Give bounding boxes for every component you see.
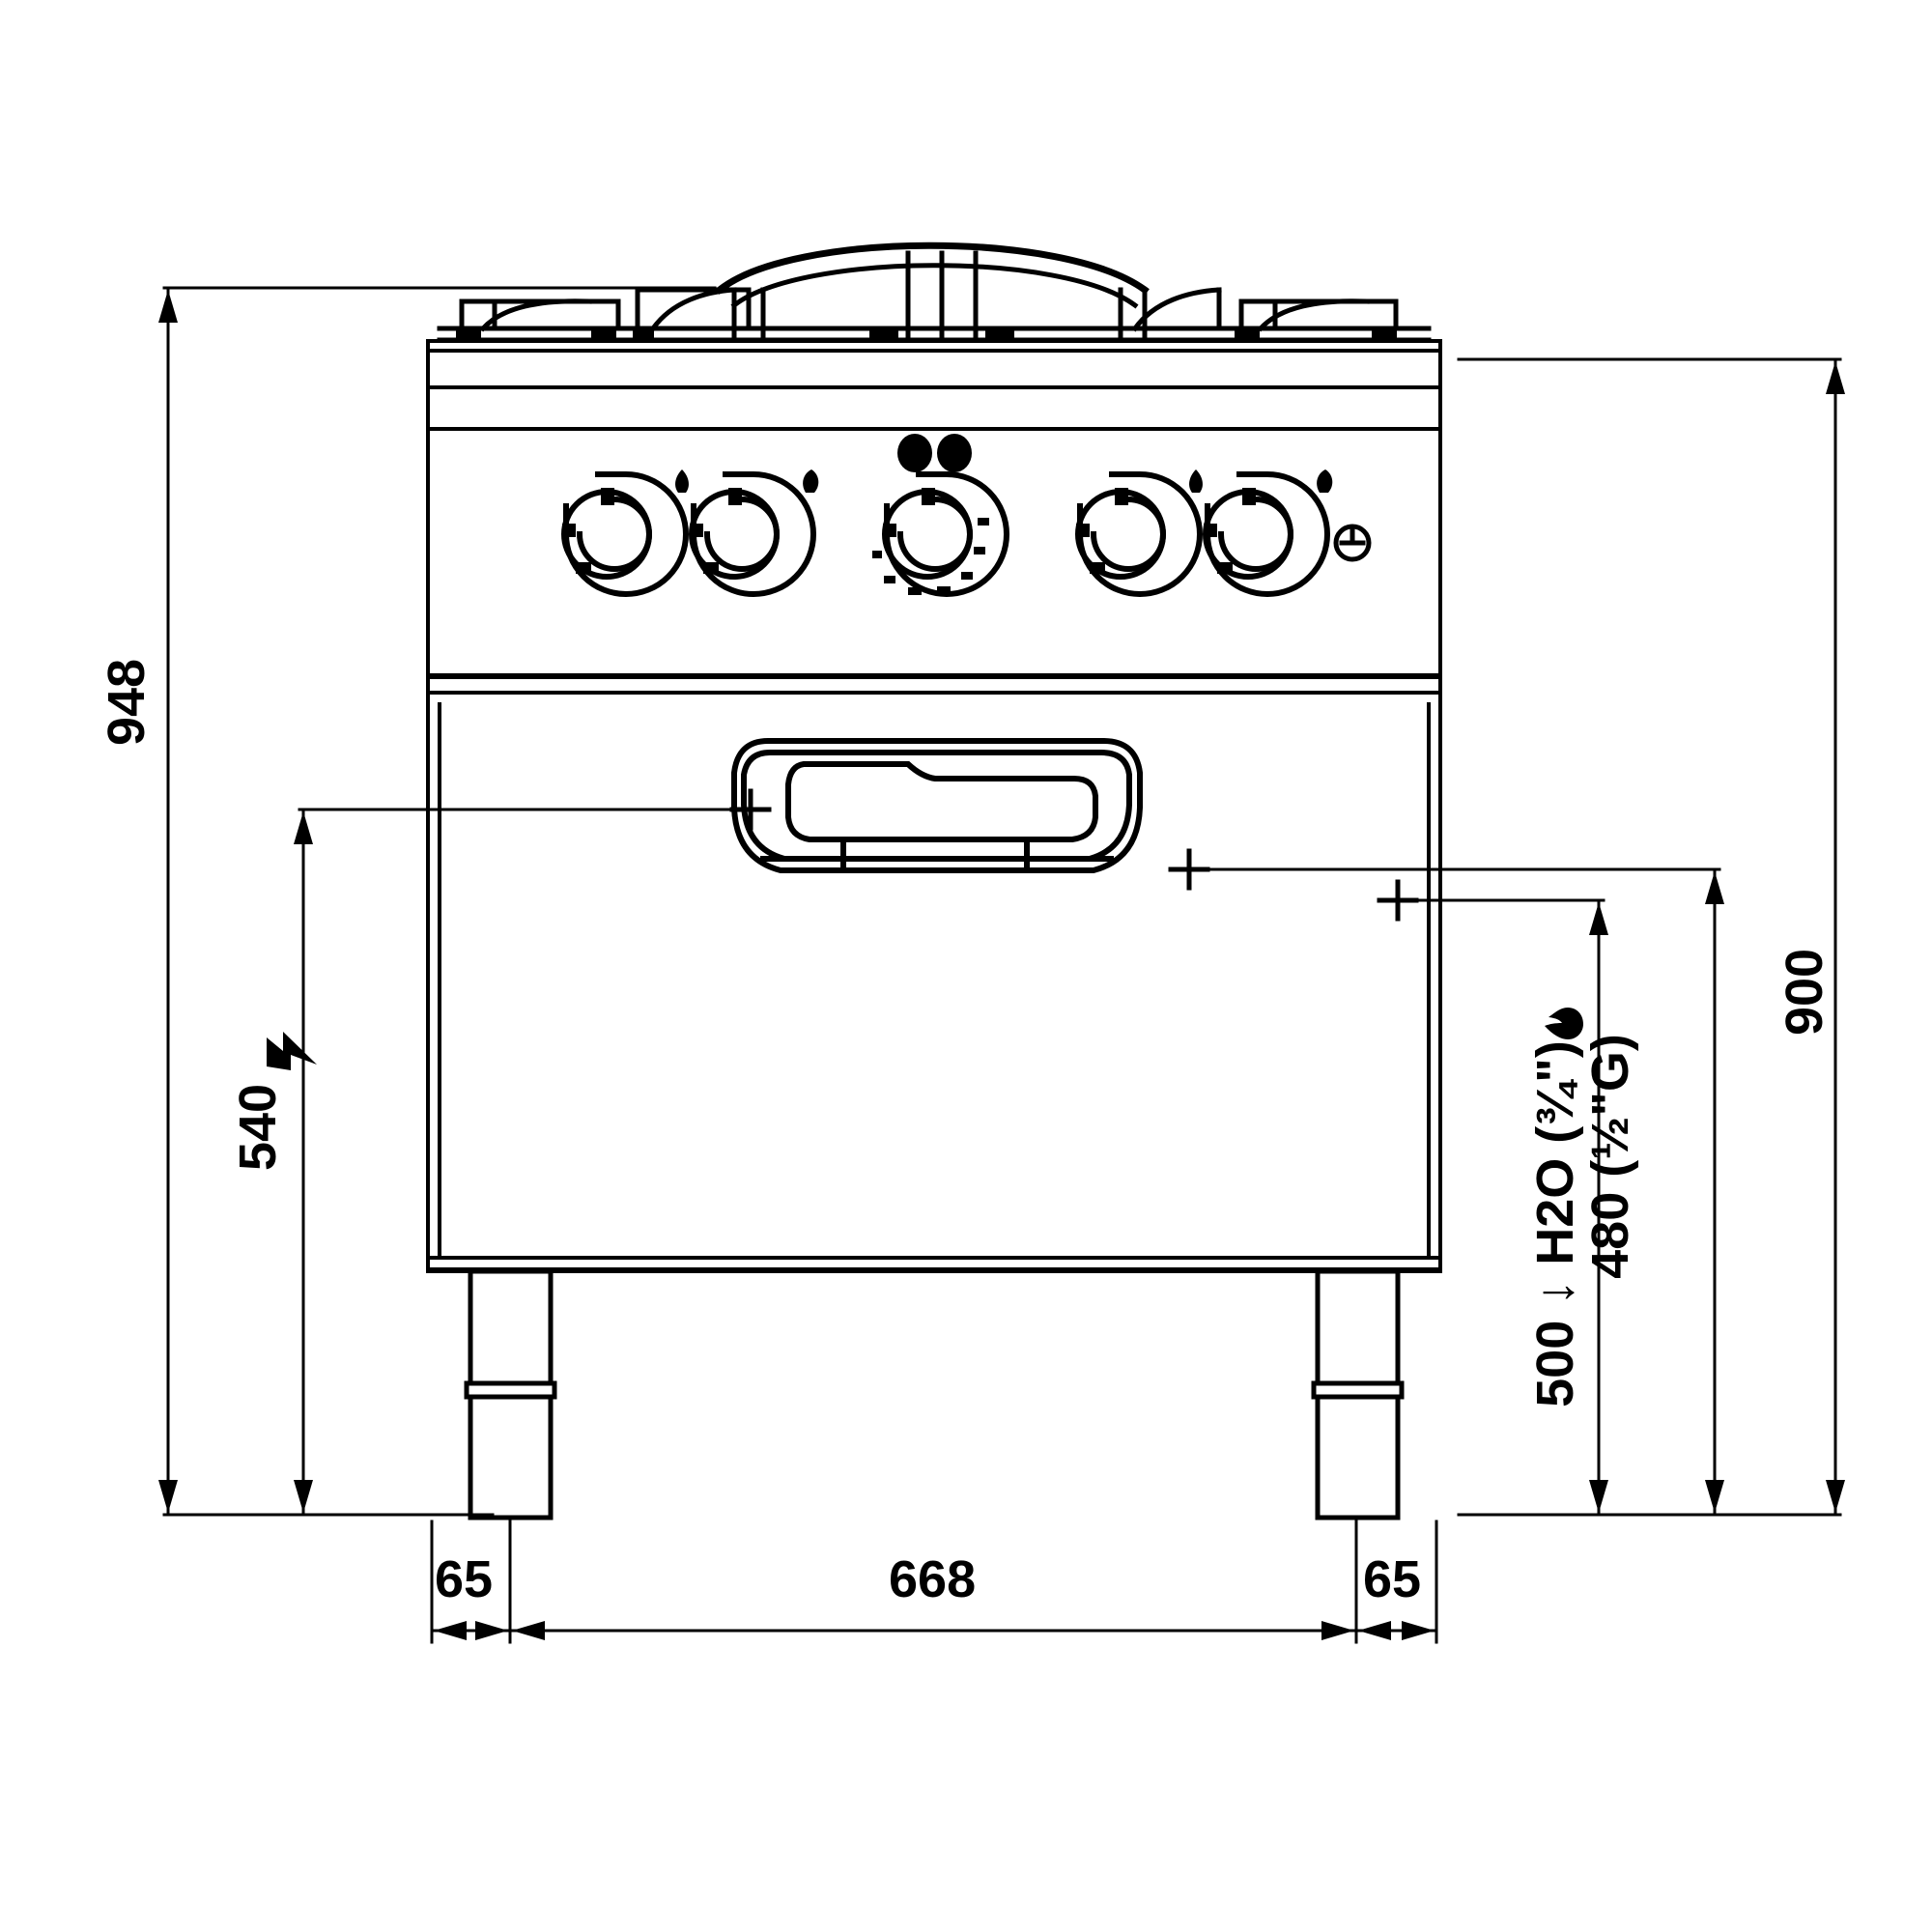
indicator-lights bbox=[897, 434, 972, 472]
dimension-label-65-right: 65 bbox=[1363, 1550, 1422, 1608]
flame-marker-icon bbox=[1317, 469, 1333, 493]
dimension-label-65-left: 65 bbox=[435, 1550, 494, 1608]
oven-door-handle bbox=[731, 738, 1143, 873]
gas-connection-mark bbox=[1168, 848, 1210, 891]
cooktop-grates bbox=[437, 242, 1432, 343]
piezo-igniter-button bbox=[1333, 524, 1372, 562]
burner-knob-right-outer bbox=[1203, 471, 1330, 597]
gas-flame-icon bbox=[1545, 1008, 1583, 1039]
flame-marker-icon bbox=[675, 469, 689, 493]
dimension-label-948: 948 bbox=[98, 658, 156, 747]
dimension-label-668: 668 bbox=[889, 1550, 977, 1608]
indicator-light-left bbox=[897, 434, 932, 472]
burner-knob-left-inner bbox=[689, 471, 816, 597]
dimension-label-480-gas: 480 (½"G) bbox=[1580, 1034, 1639, 1279]
flame-marker-icons bbox=[675, 469, 1333, 493]
leg-left bbox=[464, 1268, 557, 1520]
lightning-bolt-icon bbox=[267, 1032, 317, 1070]
dimension-label-500-water: 500 ↓ H2O (¾") bbox=[1525, 1040, 1584, 1407]
flame-marker-icon bbox=[1189, 469, 1203, 493]
flame-marker-icon bbox=[803, 469, 819, 493]
dimension-lines bbox=[158, 286, 1845, 1644]
oven-thermostat-knob bbox=[882, 471, 1009, 597]
burner-knob-right-inner bbox=[1075, 471, 1203, 597]
dimension-label-540: 540 bbox=[229, 1083, 288, 1172]
water-connection-mark bbox=[1377, 879, 1419, 922]
burner-knob-left-outer bbox=[561, 471, 689, 597]
dimension-label-900: 900 bbox=[1776, 948, 1834, 1037]
electrical-connection-mark bbox=[729, 788, 772, 831]
leg-right bbox=[1311, 1268, 1405, 1520]
connection-marks bbox=[729, 788, 1419, 922]
appliance-body bbox=[426, 339, 1442, 1273]
indicator-light-right bbox=[937, 434, 972, 472]
thermostat-scale-marks bbox=[872, 518, 989, 595]
